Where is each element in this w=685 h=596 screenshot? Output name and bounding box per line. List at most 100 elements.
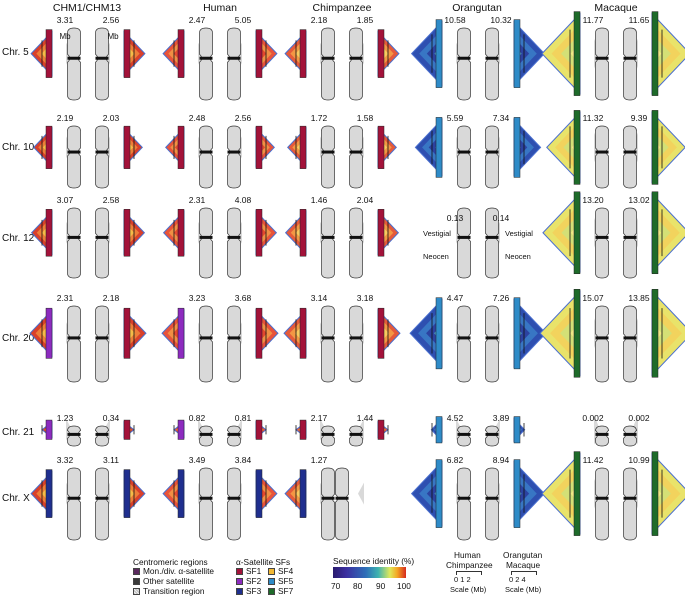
sf-bar-left-r2c2 xyxy=(299,209,307,257)
chromosome-left-r0c3-centromere xyxy=(457,56,471,60)
size-label-r1c1-right: 2.56 xyxy=(234,113,252,123)
chromosome-right-r2c0-centromere xyxy=(95,235,109,239)
sf-bar-left-r3c3 xyxy=(435,297,443,370)
size-label-r0c2-right: 1.85 xyxy=(356,15,374,25)
legend-regions-0: Mon./div. α-satellite xyxy=(143,566,215,576)
size-label-r3c3-right: 7.26 xyxy=(492,293,510,303)
chromosome-right-r3c1 xyxy=(227,305,241,383)
sf-bar-right-r4c1 xyxy=(255,419,263,440)
sf-bar-left-r1c1 xyxy=(177,125,185,169)
sf-bar-left-r0c1 xyxy=(177,29,185,78)
scale1-ticks: 0 1 2 xyxy=(454,575,471,584)
size-label-r5c4-right: 10.99 xyxy=(628,455,650,465)
chromosome-right-r1c3-centromere xyxy=(485,150,499,154)
chromosome-left-r0c0-centromere xyxy=(67,56,81,60)
chromosome-left-r2c3-centromere xyxy=(457,235,471,239)
size-label-r1c3-right: 7.34 xyxy=(492,113,510,123)
chromosome-right-r0c4 xyxy=(623,27,637,101)
chromosome-right-r0c3 xyxy=(485,27,499,101)
size-label-r2c1-left: 2.31 xyxy=(188,195,206,205)
chromosome-left-r0c0 xyxy=(67,27,81,101)
chromosome-left-r3c0-centromere xyxy=(67,336,81,340)
mb-unit-label-1: Mb xyxy=(107,32,119,41)
size-label-r4c4-left: 0.002 xyxy=(582,413,604,423)
sf-bar-left-r1c2 xyxy=(299,125,307,169)
size-label-r2c4-left: 13.20 xyxy=(582,195,604,205)
chromosome-right-r4c0 xyxy=(95,425,109,447)
size-label-r4c3-right: 3.89 xyxy=(492,413,510,423)
identity-tick-100: 100 xyxy=(397,581,411,591)
scale2-label: Scale (Mb) xyxy=(505,585,542,594)
chromosome-right-r5c2-centromere xyxy=(335,496,349,500)
orangutan-chr12-left-bottom: Neocen xyxy=(423,252,449,261)
size-label-r1c4-right: 9.39 xyxy=(630,113,648,123)
row-label-chr12: Chr. 12 xyxy=(2,233,35,244)
chromosome-left-r1c3-centromere xyxy=(457,150,471,154)
sf-bar-right-r3c1 xyxy=(255,307,263,359)
orangutan-chr12-right-bottom: Neocen xyxy=(505,252,531,261)
chromosome-right-r4c4 xyxy=(623,425,637,447)
identity-tick-90: 90 xyxy=(376,581,386,591)
chromosome-right-r4c0-centromere xyxy=(95,432,109,436)
chromosome-right-r5c0 xyxy=(95,467,109,541)
size-label-r0c4-right: 11.65 xyxy=(628,15,650,25)
size-label-r0c1-left: 2.47 xyxy=(188,15,206,25)
chromosome-right-r4c2 xyxy=(349,425,363,447)
sf-bar-right-r0c1 xyxy=(255,29,263,78)
scale2-bar xyxy=(511,571,537,575)
chromosome-right-r5c3 xyxy=(485,467,499,541)
size-label-r5c4-left: 11.42 xyxy=(582,455,604,465)
mb-unit-label-0: Mb xyxy=(59,32,71,41)
sf-bar-left-r4c2 xyxy=(299,419,307,440)
chromosome-right-r5c4 xyxy=(623,467,637,541)
sf-bar-left-r0c2 xyxy=(299,29,307,78)
chromosome-right-r1c3 xyxy=(485,125,499,189)
chromosome-left-r3c1 xyxy=(199,305,213,383)
chromosome-right-r0c0 xyxy=(95,27,109,101)
legend-sf-0: SF1 xyxy=(246,566,262,576)
sf-bar-right-r5c0 xyxy=(123,469,131,518)
chromosome-right-r5c1 xyxy=(227,467,241,541)
row-label-chr10: Chr. 10 xyxy=(2,142,35,153)
size-label-r3c0-right: 2.18 xyxy=(102,293,120,303)
legend-sf-5: SF7 xyxy=(278,586,294,596)
sf-bar-left-r5c1 xyxy=(177,469,185,518)
chromosome-left-r0c4 xyxy=(595,27,609,101)
legend-swatch-sf4 xyxy=(268,568,275,575)
sf-bar-left-r5c2 xyxy=(299,469,307,518)
sf-bar-right-r4c3 xyxy=(513,416,521,444)
legend-sf-1: SF4 xyxy=(278,566,294,576)
chromosome-right-r4c2-centromere xyxy=(349,432,363,436)
chromosome-left-r5c1-centromere xyxy=(199,496,213,500)
chromosome-right-r5c1-centromere xyxy=(227,496,241,500)
size-label-r0c1-right: 5.05 xyxy=(234,15,252,25)
chromosome-left-r1c4-centromere xyxy=(595,150,609,154)
chromosome-right-r2c1-centromere xyxy=(227,235,241,239)
chromosome-right-r0c4-centromere xyxy=(623,56,637,60)
size-label-r4c1-left: 0.82 xyxy=(188,413,206,423)
size-label-r2c2-left: 1.46 xyxy=(310,195,328,205)
chromosome-right-r2c2 xyxy=(349,207,363,279)
size-label-r3c1-left: 3.23 xyxy=(188,293,206,303)
size-label-r2c4-right: 13.02 xyxy=(628,195,650,205)
scale2-title-a: Orangutan xyxy=(503,550,543,560)
column-header-chm: CHM1/CHM13 xyxy=(52,2,122,14)
sf-bar-left-r5c0 xyxy=(45,469,53,518)
chromosome-left-r5c4-centromere xyxy=(595,496,609,500)
chromosome-left-r4c3 xyxy=(457,425,471,447)
chromosome-left-r0c1-centromere xyxy=(199,56,213,60)
chromosome-right-r0c1-centromere xyxy=(227,56,241,60)
sf-bar-right-r3c0 xyxy=(123,307,131,359)
column-header-human: Human xyxy=(203,2,237,14)
identity-tick-80: 80 xyxy=(353,581,363,591)
sf-bar-left-r0c3 xyxy=(435,19,443,88)
legend-sf-3: SF5 xyxy=(278,576,294,586)
scale1-title-b: Chimpanzee xyxy=(446,560,493,570)
chromosome-right-r2c4 xyxy=(623,207,637,279)
column-header-chimpanzee: Chimpanzee xyxy=(312,2,372,14)
sf-bar-left-r4c1 xyxy=(177,419,185,440)
chromosome-right-r4c3-centromere xyxy=(485,432,499,436)
legend-sf-4: SF3 xyxy=(246,586,262,596)
chromosome-left-r4c2 xyxy=(321,425,335,447)
